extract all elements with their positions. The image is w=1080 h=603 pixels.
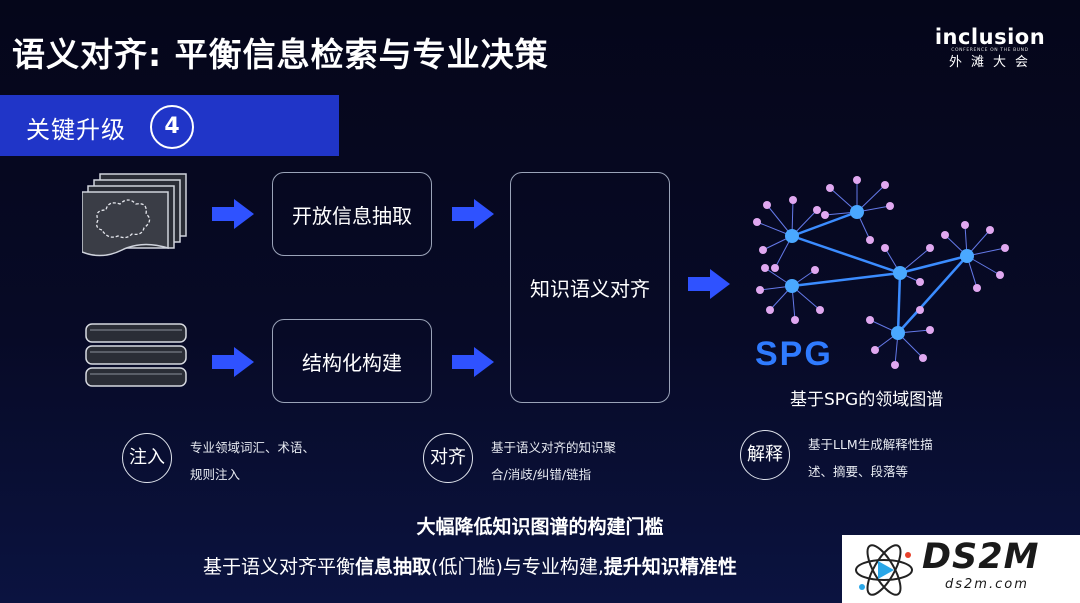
brand-logo: inclusion CONFERENCE ON THE BUND 外滩大会	[934, 26, 1046, 72]
align-line-2: 合/消歧/纠错/链指	[491, 467, 592, 482]
brand-main-text: inclusion	[934, 25, 1046, 49]
arrow-right-icon	[452, 199, 494, 229]
graph-main-edges	[791, 210, 968, 334]
inject-description: 专业领域词汇、术语、 规则注入	[190, 434, 315, 488]
graph-hub-nodes	[785, 205, 974, 340]
upgrade-label: 关键升级	[26, 116, 126, 144]
graph-leaf-nodes	[753, 176, 1009, 369]
documents-icon	[82, 173, 187, 257]
spg-logo-text: SPG	[755, 335, 833, 373]
align-badge: 对齐	[423, 433, 473, 483]
page-title: 语义对齐: 平衡信息检索与专业决策	[12, 35, 549, 74]
arrow-right-icon	[452, 347, 494, 377]
upgrade-number-badge: 4	[150, 105, 194, 149]
summary-detail: 基于语义对齐平衡信息抽取(低门槛)与专业构建,提升知识精准性	[203, 552, 737, 579]
explain-description: 基于LLM生成解释性描 述、摘要、段落等	[808, 431, 933, 485]
brand-sub-text: CONFERENCE ON THE BUND	[951, 48, 1029, 53]
summary-part-c: (低门槛)与专业构建,	[431, 556, 604, 578]
arrow-right-icon	[212, 199, 254, 229]
inject-line-2: 规则注入	[190, 467, 241, 482]
spg-caption: 基于SPG的领域图谱	[790, 390, 944, 410]
summary-part-d: 提升知识精准性	[603, 556, 737, 578]
watermark-brand: DS2M	[922, 537, 1040, 577]
explain-line-2: 述、摘要、段落等	[808, 464, 909, 479]
arrow-right-icon	[688, 269, 730, 299]
explain-badge: 解释	[740, 430, 790, 480]
align-line-1: 基于语义对齐的知识聚	[491, 440, 617, 455]
summary-part-b: 信息抽取	[355, 556, 432, 578]
explain-line-1: 基于LLM生成解释性描	[808, 437, 933, 452]
inject-badge: 注入	[122, 433, 172, 483]
semantic-alignment-box: 知识语义对齐	[510, 172, 670, 403]
knowledge-graph-diagram: SPG	[753, 176, 1009, 373]
open-extraction-box: 开放信息抽取	[272, 172, 432, 256]
inject-line-1: 专业领域词汇、术语、	[190, 440, 316, 455]
atom-logo-icon	[855, 544, 913, 596]
database-icon	[85, 323, 187, 387]
align-description: 基于语义对齐的知识聚 合/消歧/纠错/链指	[491, 434, 616, 488]
brand-cn-text: 外滩大会	[948, 55, 1037, 70]
summary-headline: 大幅降低知识图谱的构建门槛	[416, 516, 664, 538]
watermark-url: ds2m.com	[945, 577, 1029, 592]
structured-build-box: 结构化构建	[272, 319, 432, 403]
arrow-right-icon	[212, 347, 254, 377]
summary-part-a: 基于语义对齐平衡	[203, 556, 356, 578]
